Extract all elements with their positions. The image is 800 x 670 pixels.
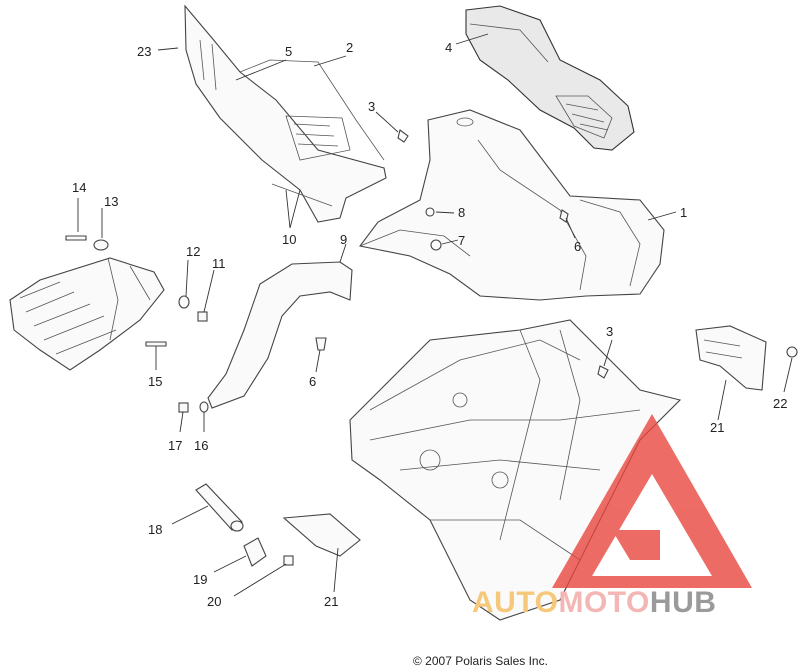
callout-1: 1: [680, 205, 687, 220]
fastener-22: [786, 346, 798, 358]
watermark-word-hub: HUB: [649, 586, 717, 619]
hardware-3-top: [397, 129, 409, 143]
callout-3-mid: 3: [606, 324, 613, 339]
callout-labels: 23 5 2 4 3 1 8 7 6 14 13 12 11 9 10 15 6…: [72, 40, 787, 609]
callout-3-top: 3: [368, 99, 375, 114]
callout-20: 20: [207, 594, 221, 609]
callout-15: 15: [148, 374, 162, 389]
front-fender-panel: [184, 4, 387, 223]
footrest: [9, 257, 165, 371]
seat: [465, 5, 635, 151]
callout-23: 23: [137, 44, 151, 59]
hardware-8: [425, 207, 435, 217]
nut-20: [283, 555, 294, 566]
clamp-19: [243, 537, 267, 567]
callout-18: 18: [148, 522, 162, 537]
callout-4: 4: [445, 40, 452, 55]
callout-21-bottom: 21: [324, 594, 338, 609]
callout-10: 10: [282, 232, 296, 247]
watermark-wordmark: AUTOMOTOHUB: [472, 586, 716, 620]
callout-13: 13: [104, 194, 118, 209]
callout-6-mid: 6: [309, 374, 316, 389]
watermark-word-auto: AUTO: [472, 586, 559, 619]
bracket-21-right: [695, 325, 767, 391]
watermark-triangle-logo: [552, 414, 752, 588]
callout-14: 14: [72, 180, 86, 195]
callout-16: 16: [194, 438, 208, 453]
callout-7: 7: [458, 233, 465, 248]
bolt-14: [65, 235, 87, 241]
tube-18: [195, 483, 244, 532]
vehicle-frame: [349, 319, 682, 621]
washer-12: [178, 295, 190, 309]
callout-17: 17: [168, 438, 182, 453]
leader-lines: [77, 33, 793, 597]
callout-21-right: 21: [710, 420, 724, 435]
callout-8: 8: [458, 205, 465, 220]
washer-16: [199, 401, 209, 413]
nut-11: [197, 311, 208, 322]
callout-11: 11: [212, 256, 226, 271]
hardware-7: [430, 239, 442, 251]
callout-5: 5: [285, 44, 292, 59]
bolt-15: [145, 341, 167, 347]
callout-19: 19: [193, 572, 207, 587]
washer-13: [93, 239, 109, 251]
callout-6-top: 6: [574, 239, 581, 254]
callout-12: 12: [186, 244, 200, 259]
hardware-3-mid: [597, 365, 609, 379]
watermark-word-moto: MOTO: [558, 586, 650, 619]
hose-brace: [207, 261, 353, 409]
callout-2: 2: [346, 40, 353, 55]
nut-17: [178, 402, 189, 413]
fuel-tank-shroud: [359, 109, 665, 301]
copyright-notice: © 2007 Polaris Sales Inc.: [413, 654, 548, 668]
callout-9: 9: [340, 232, 347, 247]
clip-6: [315, 337, 327, 351]
plate-21-bottom: [282, 513, 361, 557]
callout-22: 22: [773, 396, 787, 411]
